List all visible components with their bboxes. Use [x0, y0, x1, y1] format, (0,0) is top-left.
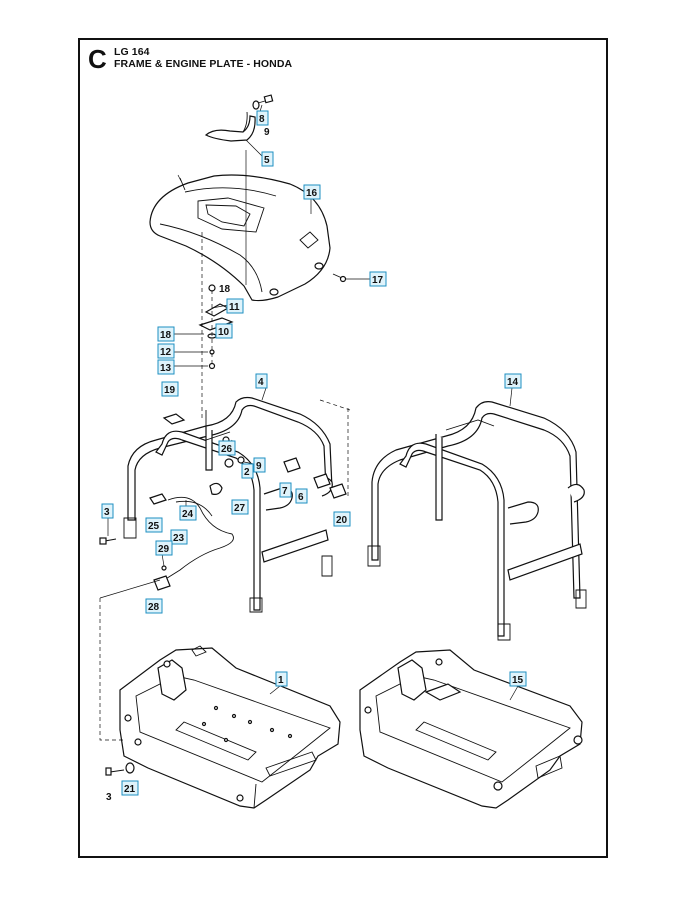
- svg-text:28: 28: [148, 602, 160, 613]
- svg-text:16: 16: [306, 188, 318, 199]
- svg-text:18: 18: [219, 284, 231, 295]
- callout-17: 17: [369, 271, 387, 287]
- callout-18-lower: 18: [157, 326, 175, 342]
- model-title: LG 164: [114, 46, 150, 58]
- section-letter: C: [88, 44, 107, 74]
- svg-text:7: 7: [282, 486, 288, 497]
- callout-1: 1: [275, 671, 288, 687]
- svg-text:20: 20: [336, 515, 348, 526]
- svg-text:19: 19: [164, 385, 176, 396]
- part-engine-plate: [119, 645, 341, 809]
- svg-text:10: 10: [218, 327, 230, 338]
- callout-9-lower: 9: [253, 457, 266, 473]
- svg-text:6: 6: [298, 492, 304, 503]
- svg-text:8: 8: [259, 114, 265, 125]
- svg-text:1: 1: [278, 675, 284, 686]
- svg-text:18: 18: [160, 330, 172, 341]
- svg-text:11: 11: [229, 302, 240, 313]
- part-strap-bracket: [204, 111, 256, 142]
- svg-text:9: 9: [256, 461, 262, 472]
- callout-28: 28: [145, 598, 163, 614]
- part-hood-screw: [332, 273, 347, 283]
- svg-text:14: 14: [507, 377, 519, 388]
- part-rubber-pad: [162, 413, 186, 425]
- diagram-frame: [78, 38, 608, 858]
- svg-text:12: 12: [160, 347, 172, 358]
- callout-26: 26: [218, 440, 236, 456]
- callout-18-upper: 18: [219, 284, 231, 295]
- part-base-hardware: [99, 579, 161, 776]
- diagram-title: FRAME & ENGINE PLATE - HONDA: [114, 58, 293, 70]
- callout-4: 4: [255, 373, 268, 389]
- callout-3-lower: 3: [106, 792, 112, 803]
- callout-9-top: 9: [264, 127, 270, 138]
- svg-text:5: 5: [264, 155, 270, 166]
- svg-text:13: 13: [160, 363, 172, 374]
- callout-14: 14: [504, 373, 522, 389]
- svg-text:24: 24: [182, 509, 194, 520]
- callout-10: 10: [215, 323, 233, 339]
- callout-15: 15: [509, 671, 527, 687]
- svg-text:29: 29: [158, 544, 170, 555]
- callout-6: 6: [295, 488, 308, 504]
- callout-5: 5: [261, 151, 274, 167]
- part-bolt-washer: [252, 94, 274, 110]
- callout-27: 27: [231, 499, 249, 515]
- svg-text:23: 23: [173, 533, 185, 544]
- callout-25: 25: [145, 517, 163, 533]
- callout-7: 7: [279, 482, 292, 498]
- svg-text:21: 21: [124, 784, 136, 795]
- svg-text:4: 4: [258, 377, 264, 388]
- callout-19: 19: [161, 381, 179, 397]
- callout-29: 29: [155, 540, 173, 556]
- callout-24: 24: [179, 505, 197, 521]
- part-alt-frame: [367, 401, 587, 641]
- callout-8: 8: [256, 110, 269, 126]
- callout-13: 13: [157, 359, 175, 375]
- part-alt-engine-plate: [359, 649, 583, 809]
- callout-11: 11: [226, 298, 244, 314]
- svg-text:3: 3: [106, 792, 112, 803]
- callout-3-upper: 3: [101, 503, 114, 519]
- callout-2: 2: [241, 463, 254, 479]
- part-engine-hood: [149, 174, 331, 302]
- svg-text:25: 25: [148, 521, 160, 532]
- svg-text:26: 26: [221, 444, 233, 455]
- svg-text:27: 27: [234, 503, 246, 514]
- svg-text:15: 15: [512, 675, 524, 686]
- part-main-frame: [123, 396, 351, 613]
- callout-20: 20: [333, 511, 351, 527]
- svg-text:3: 3: [104, 507, 110, 518]
- callout-21: 21: [121, 780, 139, 796]
- part-frame-hardware: [99, 436, 347, 591]
- callout-23: 23: [170, 529, 188, 545]
- callout-16: 16: [303, 184, 321, 200]
- svg-text:17: 17: [372, 275, 384, 286]
- svg-text:2: 2: [244, 467, 250, 478]
- svg-text:9: 9: [264, 127, 270, 138]
- callout-12: 12: [157, 343, 175, 359]
